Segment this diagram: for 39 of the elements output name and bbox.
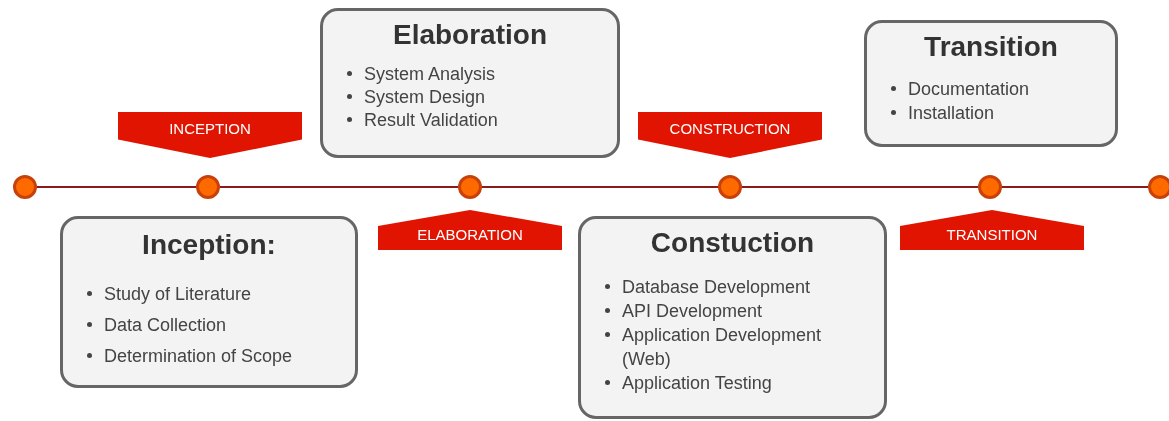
timeline-marker <box>978 175 1002 199</box>
phase-banner <box>378 210 562 250</box>
bullet-item: Determination of Scope <box>104 345 293 368</box>
bullet-item: Installation <box>908 102 995 125</box>
timeline-marker <box>1148 175 1169 199</box>
card-heading: Inception: <box>142 229 276 261</box>
timeline-segment <box>219 186 459 188</box>
timeline-marker <box>718 175 742 199</box>
banner-label: ELABORATION <box>417 226 523 243</box>
bullet-item: Application Testing <box>622 372 772 395</box>
card-heading: Transition <box>924 31 1058 63</box>
bullet-item: API Development <box>622 300 763 323</box>
phase-card <box>578 216 887 419</box>
timeline-marker <box>196 175 220 199</box>
phase-banner <box>118 112 302 158</box>
banner-label: INCEPTION <box>169 120 251 137</box>
timeline-marker <box>13 175 37 199</box>
bullet-item: System Design <box>364 86 486 109</box>
bullet-item: Result Validation <box>364 109 498 132</box>
phase-banner <box>900 210 1084 250</box>
phase-banner <box>638 112 822 158</box>
bullet-item: Documentation <box>908 78 1030 101</box>
card-heading: Elaboration <box>393 19 547 51</box>
timeline-segment <box>741 186 979 188</box>
timeline-segment <box>481 186 719 188</box>
bullet-item: System Analysis <box>364 63 496 86</box>
timeline-segment <box>36 186 197 188</box>
bullet-item: Application Development (Web) <box>622 324 823 371</box>
timeline-segment <box>1001 186 1149 188</box>
bullet-item: Database Development <box>622 276 811 299</box>
banner-label: CONSTRUCTION <box>669 120 791 137</box>
timeline-marker <box>458 175 482 199</box>
bullet-item: Study of Literature <box>104 283 252 306</box>
phase-card <box>864 20 1118 147</box>
card-heading: Constuction <box>650 227 815 259</box>
phase-card <box>60 216 358 388</box>
bullet-item: Data Collection <box>104 314 227 337</box>
banner-label: TRANSITION <box>946 226 1038 243</box>
phase-card <box>320 8 620 158</box>
